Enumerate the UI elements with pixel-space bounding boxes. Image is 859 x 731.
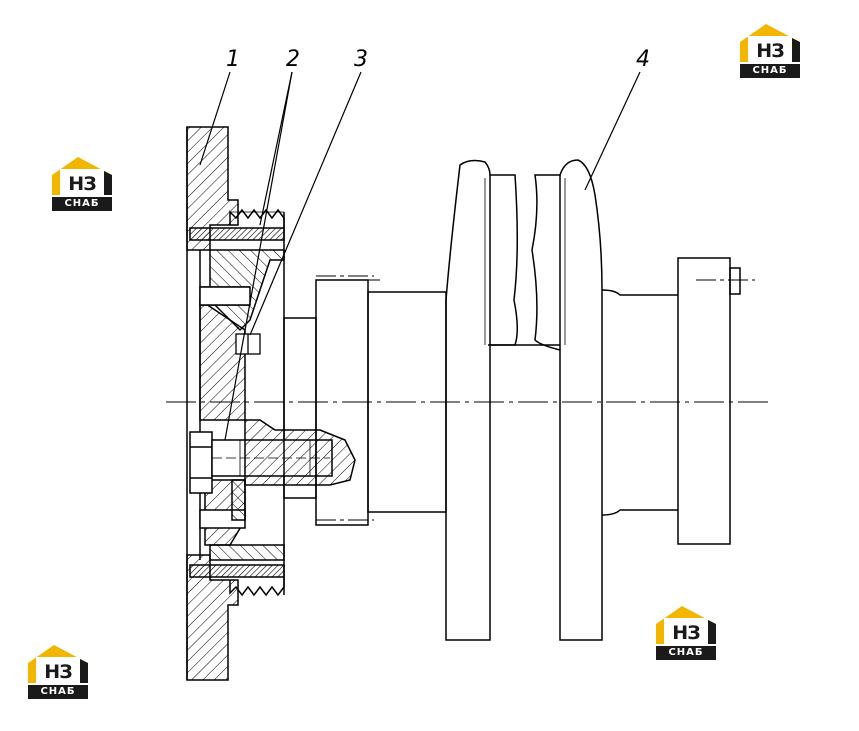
logo-main-text: НЗ bbox=[68, 173, 96, 195]
leader-lines bbox=[199, 71, 641, 441]
crank-nose-section bbox=[231, 419, 356, 521]
house-icon bbox=[28, 645, 88, 699]
logo-main-text: НЗ bbox=[672, 622, 700, 644]
house-icon bbox=[740, 24, 800, 78]
locating-pin bbox=[235, 333, 261, 355]
house-icon bbox=[52, 157, 112, 211]
logo-sub-text: СНАБ bbox=[752, 65, 788, 76]
logo-watermark: НЗ СНАБ bbox=[654, 604, 718, 664]
callout-4: 4 bbox=[636, 47, 650, 72]
logo-main-text: НЗ bbox=[44, 661, 72, 683]
callout-1: 1 bbox=[226, 47, 240, 72]
front-flange bbox=[283, 275, 447, 526]
logo-sub-text: СНАБ bbox=[668, 647, 704, 658]
logo-main-text: НЗ bbox=[756, 40, 784, 62]
callout-2: 2 bbox=[286, 47, 300, 72]
crank-web-1 bbox=[445, 159, 519, 641]
house-icon bbox=[656, 606, 716, 660]
damper-pulley bbox=[186, 126, 285, 681]
crank-web-2 bbox=[531, 159, 603, 641]
logo-watermark: НЗ СНАБ bbox=[738, 22, 802, 82]
callout-3: 3 bbox=[354, 47, 368, 72]
logo-watermark: НЗ СНАБ bbox=[26, 643, 90, 703]
logo-watermark: НЗ СНАБ bbox=[50, 155, 114, 215]
logo-sub-text: СНАБ bbox=[64, 198, 100, 209]
rear-flange bbox=[601, 257, 755, 545]
logo-sub-text: СНАБ bbox=[40, 686, 76, 697]
